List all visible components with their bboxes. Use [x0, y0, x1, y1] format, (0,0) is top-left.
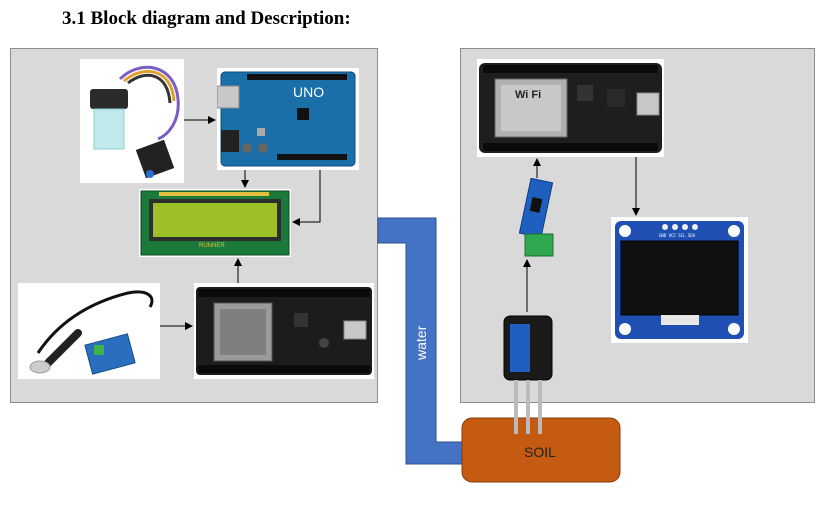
converter-module-image: [519, 178, 556, 258]
oled-display-image: GND VCC SCL SDA: [611, 217, 748, 343]
arrow-arduino-side-to-lcd: [292, 170, 321, 226]
turbidity-sensor-image: [80, 59, 184, 183]
lcd-brand-label: RUNNER: [199, 243, 225, 249]
uno-label: UNO: [293, 84, 325, 100]
lcd-display-image: RUNNER: [139, 189, 291, 257]
ph-sensor-image: [18, 283, 160, 379]
soil-moisture-sensor-image: [500, 312, 556, 436]
soil-label: SOIL: [524, 444, 556, 460]
nodemcu-esp8266-image: Wi Fi: [477, 59, 664, 157]
section-heading: 3.1 Block diagram and Description:: [62, 8, 351, 29]
arduino-uno-image: UNO: [217, 68, 359, 170]
oled-pin-labels: GND VCC SCL SDA: [659, 233, 696, 238]
wifi-label: Wi Fi: [515, 89, 542, 101]
esp32-board-image: [194, 283, 374, 379]
